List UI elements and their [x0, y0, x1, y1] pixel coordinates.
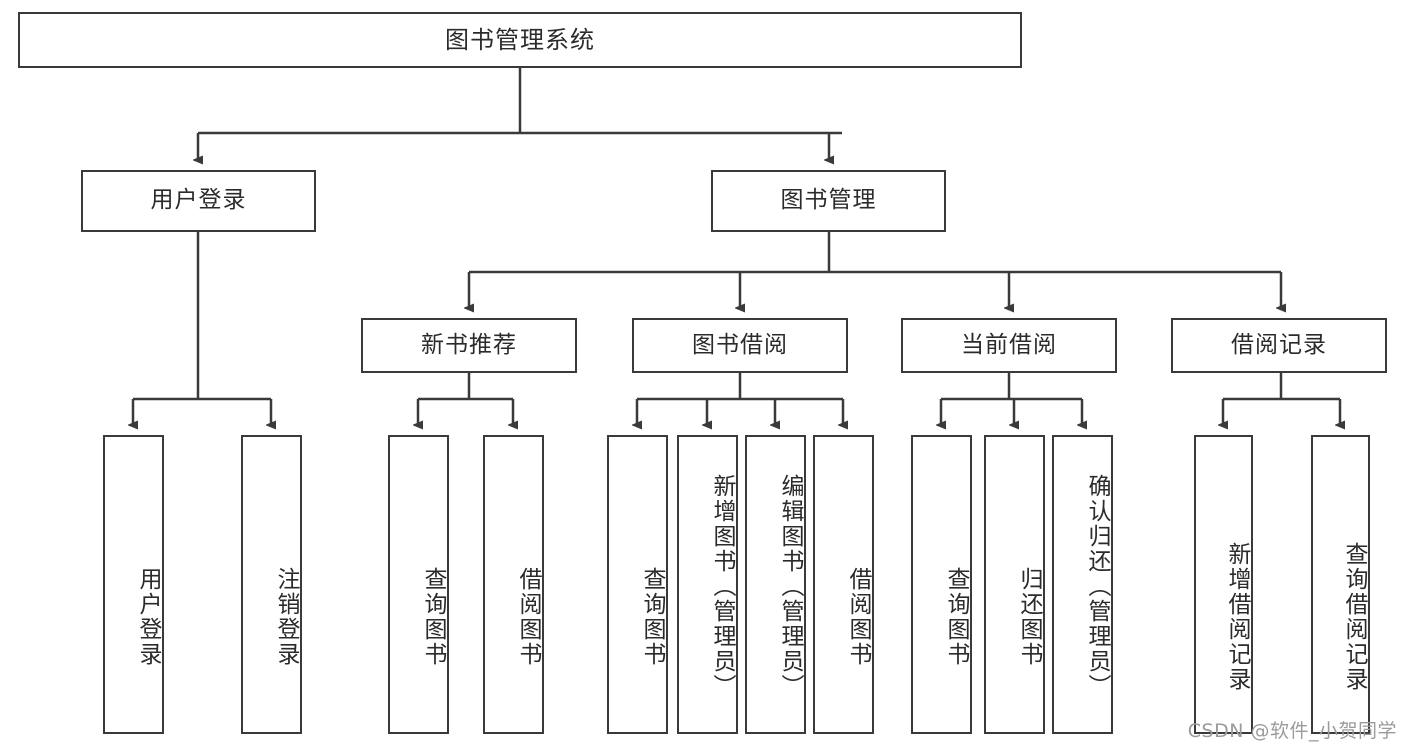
leaf-query-book-current[interactable]: 查询图书 — [911, 435, 972, 734]
leaf-query-book-recommend[interactable]: 查询图书 — [388, 435, 449, 734]
leaf-label: 用户登录 — [135, 566, 161, 667]
leaf-borrow-book-recommend[interactable]: 借阅图书 — [483, 435, 544, 734]
leaf-label: 新增借阅记录 — [1224, 541, 1250, 692]
node-book-borrow[interactable]: 图书借阅 — [632, 318, 848, 373]
leaf-add-book-admin[interactable]: 新增图书（管理员） — [677, 435, 738, 734]
leaf-label: 归还图书 — [1016, 566, 1042, 667]
leaf-label: 查询图书 — [420, 566, 446, 667]
leaf-user-login[interactable]: 用户登录 — [103, 435, 164, 734]
node-user-login[interactable]: 用户登录 — [81, 170, 316, 232]
leaf-query-book-borrow[interactable]: 查询图书 — [607, 435, 668, 734]
csdn-watermark: CSDN @软件_小贺同学 — [1187, 720, 1397, 742]
leaf-label: 注销登录 — [273, 566, 299, 667]
leaf-add-borrow-record[interactable]: 新增借阅记录 — [1194, 435, 1253, 734]
node-book-management[interactable]: 图书管理 — [711, 170, 946, 232]
leaf-return-book[interactable]: 归还图书 — [984, 435, 1045, 734]
leaf-label: 查询图书 — [943, 566, 969, 667]
leaf-label: 借阅图书 — [515, 566, 541, 667]
leaf-label: 编辑图书（管理员） — [777, 474, 803, 699]
node-new-book-recommend[interactable]: 新书推荐 — [361, 318, 577, 373]
leaf-edit-book-admin[interactable]: 编辑图书（管理员） — [745, 435, 806, 734]
leaf-borrow-book[interactable]: 借阅图书 — [813, 435, 874, 734]
leaf-label: 查询图书 — [639, 566, 665, 667]
leaf-confirm-return-admin[interactable]: 确认归还（管理员） — [1052, 435, 1113, 734]
leaf-logout[interactable]: 注销登录 — [241, 435, 302, 734]
leaf-query-borrow-record[interactable]: 查询借阅记录 — [1311, 435, 1370, 734]
leaf-label: 新增图书（管理员） — [709, 474, 735, 699]
leaf-label: 确认归还（管理员） — [1084, 474, 1110, 699]
node-current-borrow[interactable]: 当前借阅 — [901, 318, 1117, 373]
leaf-label: 借阅图书 — [845, 566, 871, 667]
leaf-label: 查询借阅记录 — [1341, 541, 1367, 692]
node-borrow-record[interactable]: 借阅记录 — [1171, 318, 1387, 373]
node-root-system[interactable]: 图书管理系统 — [18, 12, 1022, 68]
